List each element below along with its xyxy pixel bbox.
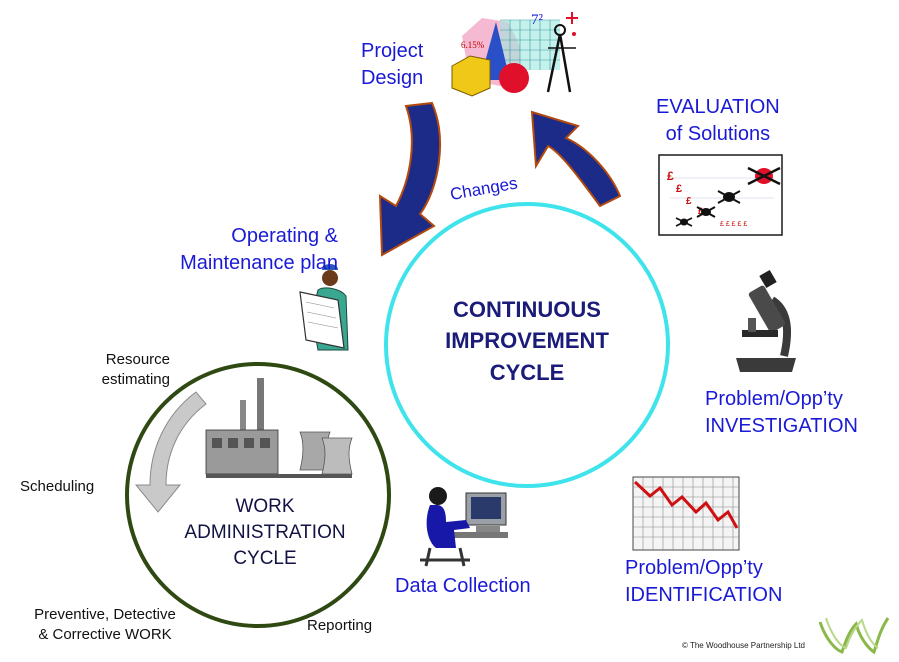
operating-plan-label: Operating & Maintenance plan [180,225,338,274]
svg-text:£: £ [667,169,674,183]
microscope-icon [736,269,796,372]
reporting-label: Reporting [307,617,373,634]
woodhouse-logo-icon [818,617,890,655]
up-arrow-icon [530,110,622,208]
work-cycle-line3: CYCLE [233,547,297,569]
work-cycle-title: WORK ADMINISTRATION CYCLE [180,496,350,570]
resource-estimating-label: Resource estimating [101,351,170,389]
power-station-icon [205,378,353,478]
svg-text:£: £ [686,196,692,207]
work-administration-circle [125,362,391,628]
design-power-text: 7² [531,12,544,28]
worker-with-plan-icon [299,264,349,351]
project-design-label: Project Design [360,40,424,89]
geometry-tools-icon [451,12,578,97]
continuous-improvement-circle [384,202,670,488]
work-types-label: Preventive, Detective & Corrective WORK [34,606,176,644]
down-arrow-icon [378,101,441,257]
work-cycle-line1: WORK [235,496,295,517]
center-title-line2: IMPROVEMENT [445,328,609,354]
curved-grey-arrow-icon [134,391,207,513]
evaluation-chart-icon: £ £ £ £ £ £ £ £ £ [658,154,783,236]
copyright-text: © The Woodhouse Partnership Ltd [682,641,806,650]
computer-operator-icon [420,487,508,567]
identification-label: Problem/Opp’ty IDENTIFICATION [625,557,783,606]
data-collection-label: Data Collection [395,575,531,597]
center-title: CONTINUOUS IMPROVEMENT CYCLE [420,297,634,385]
svg-text:£: £ [698,206,703,216]
investigation-label: Problem/Opp’ty INVESTIGATION [705,388,858,437]
center-title-line1: CONTINUOUS [453,297,601,322]
decline-chart-icon [632,476,740,551]
svg-text:£ £ £ £ £: £ £ £ £ £ [720,221,747,228]
design-percent-text: 6.15% [461,40,485,50]
evaluation-label: EVALUATION of Solutions [656,96,780,145]
work-cycle-line2: ADMINISTRATION [184,521,346,543]
svg-text:£: £ [676,183,682,195]
center-title-line3: CYCLE [489,359,565,385]
scheduling-label: Scheduling [20,478,95,495]
